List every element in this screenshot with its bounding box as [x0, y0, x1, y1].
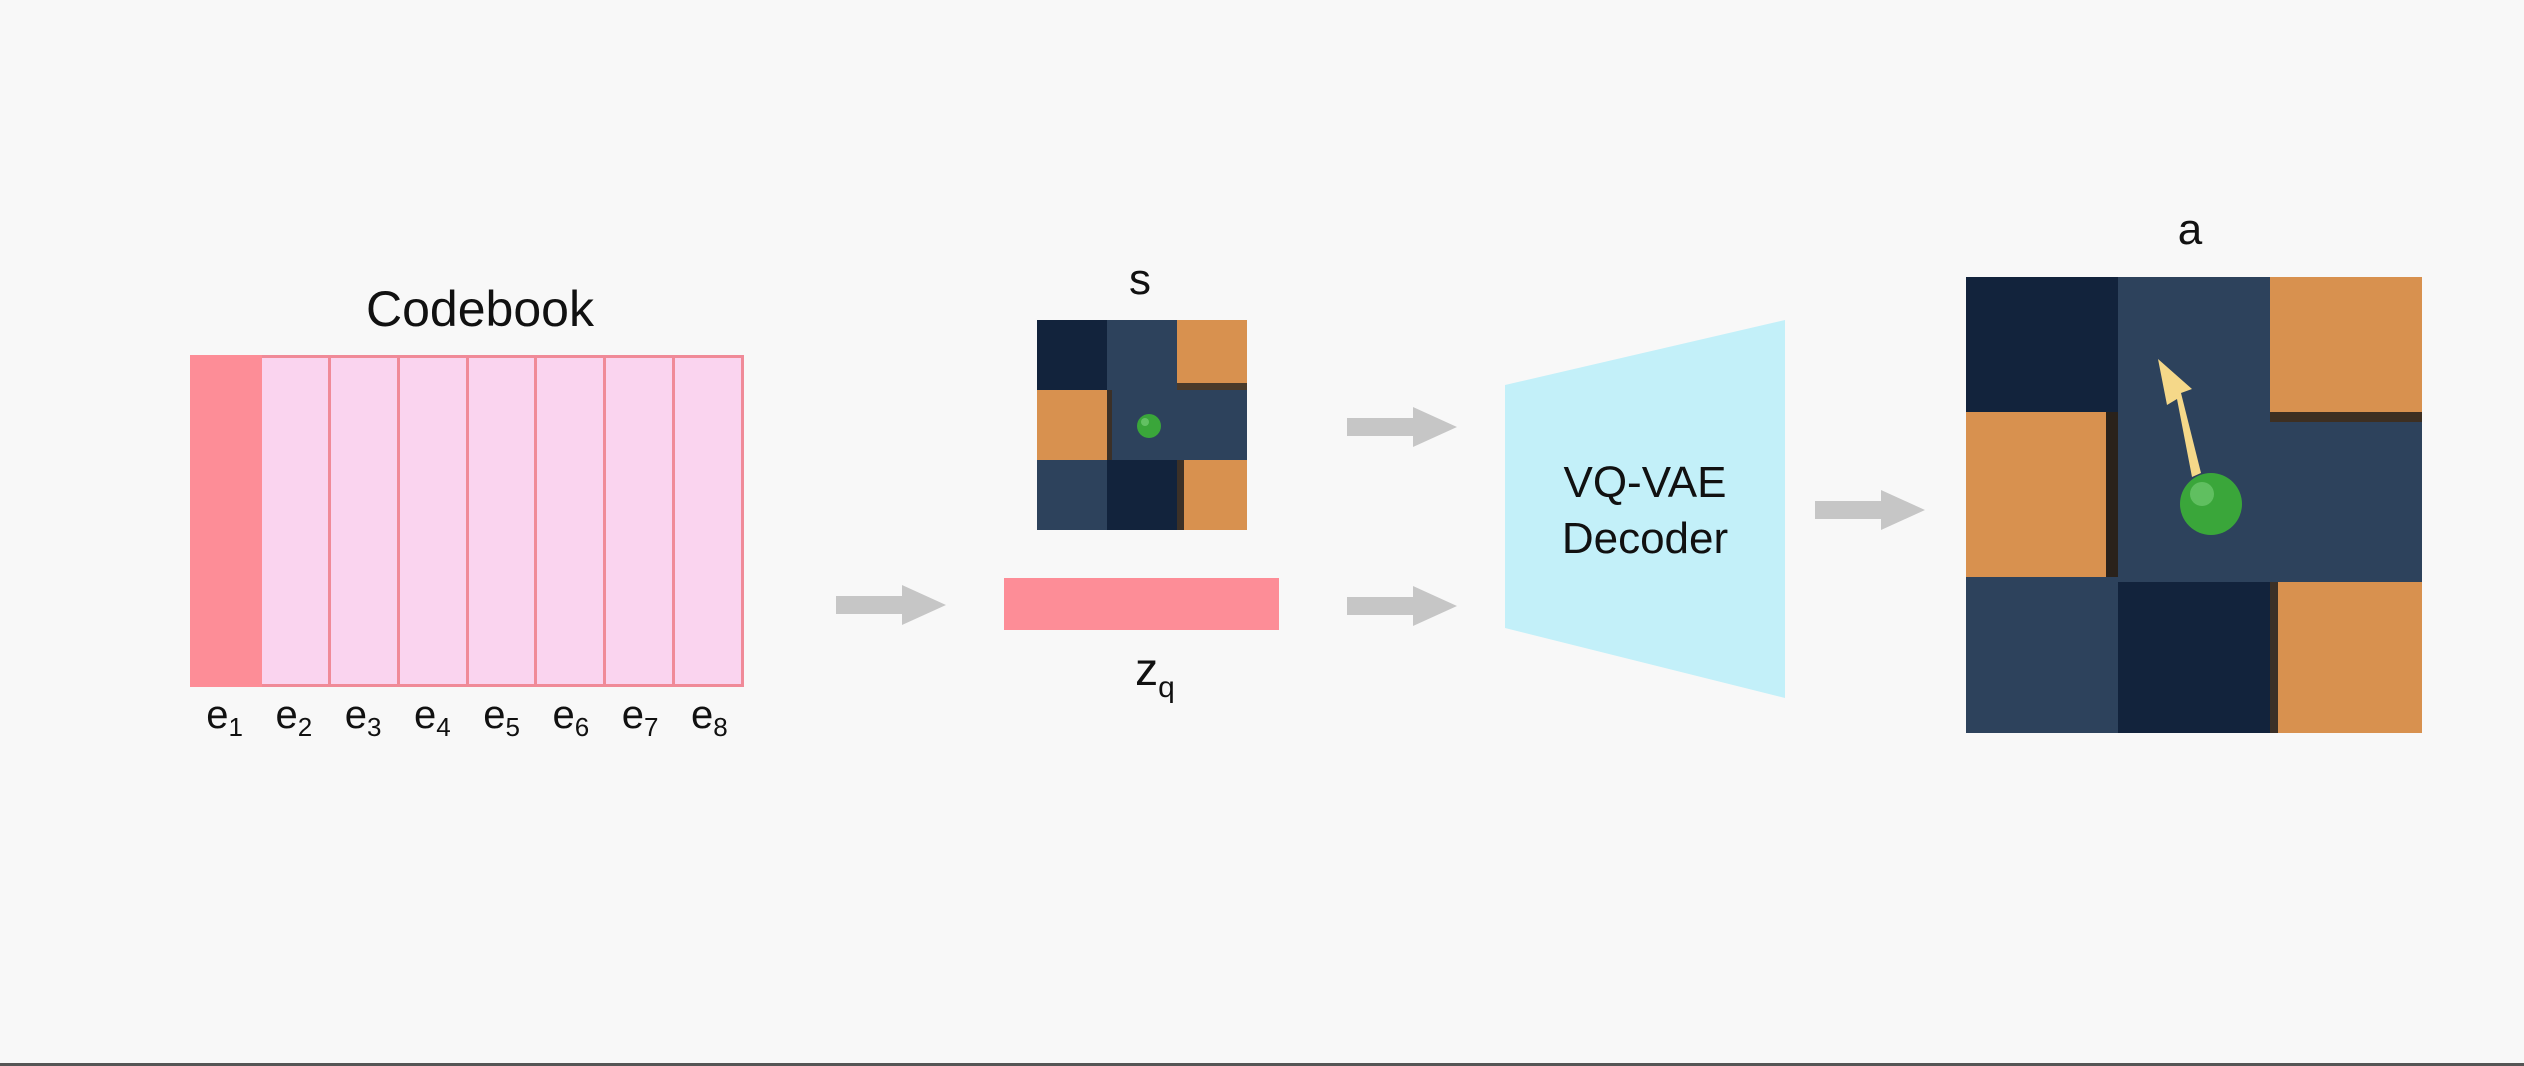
zq-vector	[1004, 578, 1279, 630]
action-grid-image	[1966, 277, 2422, 733]
state-grid-image	[1037, 320, 1247, 530]
codebook-entry-e3	[330, 355, 400, 687]
codebook-label: e8	[691, 693, 728, 742]
codebook-label: e7	[621, 693, 659, 742]
codebook-entry-e1	[190, 355, 262, 687]
action-label: a	[2177, 205, 2203, 254]
codebook-entry-e4	[399, 355, 469, 687]
arrow-icon	[1815, 490, 1925, 530]
zq-label: zq	[1135, 643, 1175, 704]
arrow-icon	[1347, 407, 1457, 447]
codebook-entry-e5	[468, 355, 538, 687]
codebook-entry-e2	[261, 355, 331, 687]
arrow-icon	[836, 585, 946, 625]
codebook-entry-e6	[537, 355, 607, 687]
decoder-label-line1: VQ-VAE	[1563, 458, 1727, 507]
codebook-label: e4	[414, 693, 451, 742]
codebook-labels: e1 e2 e3 e4 e5 e6 e7 e8	[190, 693, 744, 743]
codebook	[190, 355, 744, 687]
decoder-label-line2: Decoder	[1561, 514, 1729, 563]
codebook-entry-e8	[675, 355, 744, 687]
codebook-label: e3	[344, 693, 382, 742]
codebook-label: e6	[552, 693, 590, 742]
codebook-label: e2	[275, 693, 313, 742]
codebook-entry-e7	[606, 355, 676, 687]
bottom-divider	[0, 1063, 2524, 1066]
state-label: s	[1129, 255, 1151, 304]
arrow-icon	[1347, 586, 1457, 626]
codebook-label: e1	[206, 693, 243, 742]
decoder-label: VQ-VAE Decoder	[1505, 455, 1785, 567]
codebook-label: e5	[483, 693, 520, 742]
codebook-title: Codebook	[366, 281, 594, 337]
decoder-trapezoid	[1505, 320, 1785, 698]
